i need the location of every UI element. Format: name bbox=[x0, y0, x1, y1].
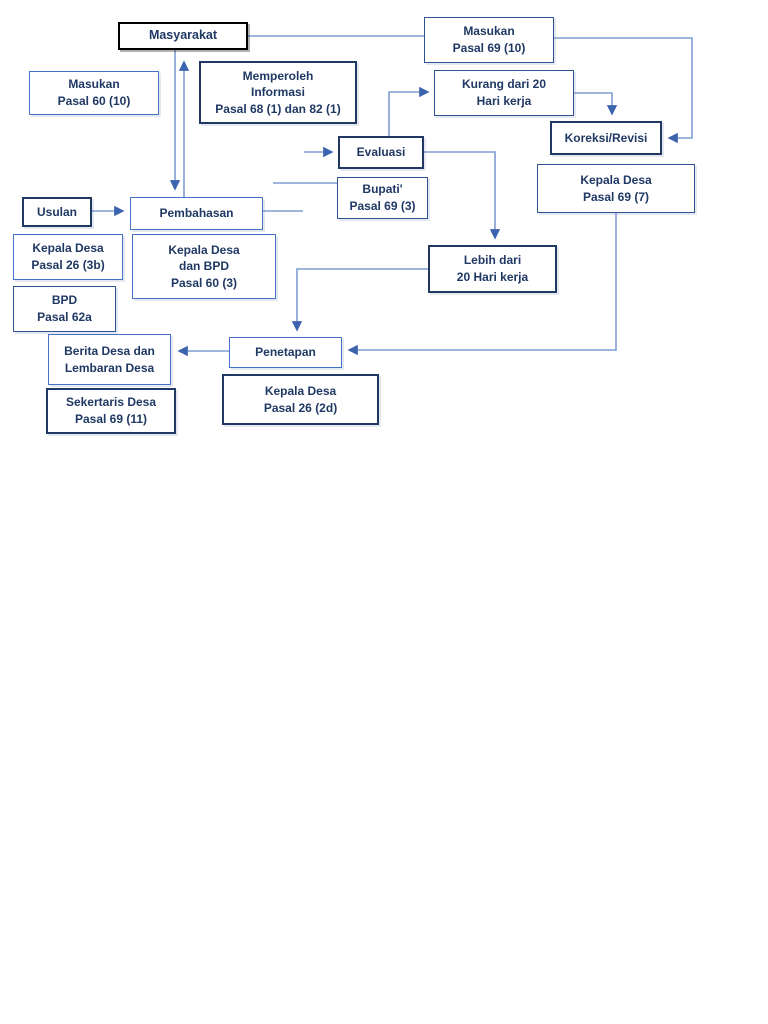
node-sekertaris-desa[interactable]: Sekertaris Desa Pasal 69 (11) bbox=[46, 388, 176, 434]
connector-kurang-to-koreksi bbox=[574, 92, 618, 116]
node-line: Kepala Desa bbox=[32, 241, 104, 256]
node-label: Evaluasi bbox=[356, 145, 406, 160]
node-line: Pasal 69 (11) bbox=[74, 412, 148, 426]
node-koreksi-revisi[interactable]: Koreksi/Revisi bbox=[550, 121, 662, 155]
node-line: Informasi bbox=[250, 85, 305, 100]
node-line: Pasal 26 (3b) bbox=[31, 258, 105, 272]
node-kepala-desa-pasal-69-7[interactable]: Kepala Desa Pasal 69 (7) bbox=[537, 164, 695, 213]
node-line: Memperoleh bbox=[242, 68, 314, 83]
connector-kepala69-7-to-penetapan bbox=[347, 213, 617, 356]
node-line: Pasal 69 (7) bbox=[582, 189, 650, 204]
node-label: Masyarakat bbox=[148, 28, 218, 43]
node-line: Pasal 69 (10) bbox=[452, 41, 526, 55]
node-line: Sekertaris Desa bbox=[65, 395, 157, 410]
node-memperoleh-informasi[interactable]: Memperoleh Informasi Pasal 68 (1) dan 82… bbox=[199, 61, 357, 124]
node-line: Kepala Desa bbox=[168, 242, 240, 257]
node-line: Kepala Desa bbox=[580, 172, 652, 187]
node-pembahasan[interactable]: Pembahasan bbox=[130, 197, 263, 230]
node-berita-desa[interactable]: Berita Desa dan Lembaran Desa bbox=[48, 334, 171, 385]
node-kurang-dari-20[interactable]: Kurang dari 20 Hari kerja bbox=[434, 70, 574, 116]
node-line: Pasal 26 (2d) bbox=[263, 400, 338, 415]
node-line: dan BPD bbox=[178, 259, 229, 274]
node-kepala-desa-dan-bpd[interactable]: Kepala Desa dan BPD Pasal 60 (3) bbox=[132, 234, 276, 299]
node-masukan-pasal-60[interactable]: Masukan Pasal 60 (10) bbox=[29, 71, 159, 115]
node-penetapan[interactable]: Penetapan bbox=[229, 337, 342, 368]
node-kepala-desa-pasal-26-3b[interactable]: Kepala Desa Pasal 26 (3b) bbox=[13, 234, 123, 280]
node-line: Kepala Desa bbox=[264, 383, 337, 398]
node-line: Berita Desa dan bbox=[64, 343, 155, 358]
node-line: Pasal 60 (10) bbox=[57, 94, 131, 108]
connector-evaluasi-to-kurang bbox=[388, 86, 430, 136]
flow-connectors bbox=[92, 35, 693, 357]
node-line: Pasal 60 (3) bbox=[170, 275, 238, 290]
node-line: Lebih dari bbox=[463, 253, 522, 268]
node-line: Masukan bbox=[68, 77, 120, 92]
node-line: Pasal 68 (1) dan 82 (1) bbox=[215, 101, 341, 116]
node-label: Pembahasan bbox=[159, 206, 234, 221]
node-lebih-dari-20[interactable]: Lebih dari 20 Hari kerja bbox=[428, 245, 557, 293]
connector-evaluasi-to-lebih bbox=[424, 151, 501, 240]
node-label: Usulan bbox=[36, 204, 77, 219]
node-line: Masukan bbox=[463, 24, 515, 39]
node-line: Bupati' bbox=[362, 182, 403, 197]
node-line: Hari kerja bbox=[476, 94, 532, 108]
node-usulan[interactable]: Usulan bbox=[22, 197, 92, 227]
node-line: Pasal 69 (3) bbox=[349, 199, 416, 213]
node-masyarakat[interactable]: Masyarakat bbox=[118, 22, 248, 50]
connector-masukan69-to-koreksi bbox=[554, 37, 693, 144]
node-kepala-desa-pasal-26-2d[interactable]: Kepala Desa Pasal 26 (2d) bbox=[222, 374, 379, 425]
node-evaluasi[interactable]: Evaluasi bbox=[338, 136, 424, 169]
node-line: Lembaran Desa bbox=[64, 360, 155, 375]
node-line: 20 Hari kerja bbox=[456, 270, 529, 284]
connector-lebih-to-penetapan bbox=[291, 268, 428, 332]
node-masukan-pasal-69[interactable]: Masukan Pasal 69 (10) bbox=[424, 17, 554, 63]
node-line: BPD bbox=[51, 293, 78, 308]
node-label: Koreksi/Revisi bbox=[564, 130, 648, 145]
node-line: Kurang dari 20 bbox=[461, 77, 547, 92]
node-label: Penetapan bbox=[255, 345, 316, 360]
node-bupati-pasal-69-3[interactable]: Bupati' Pasal 69 (3) bbox=[337, 177, 428, 219]
node-line: Pasal 62a bbox=[37, 310, 92, 324]
node-bpd-pasal-62a[interactable]: BPD Pasal 62a bbox=[13, 286, 116, 332]
